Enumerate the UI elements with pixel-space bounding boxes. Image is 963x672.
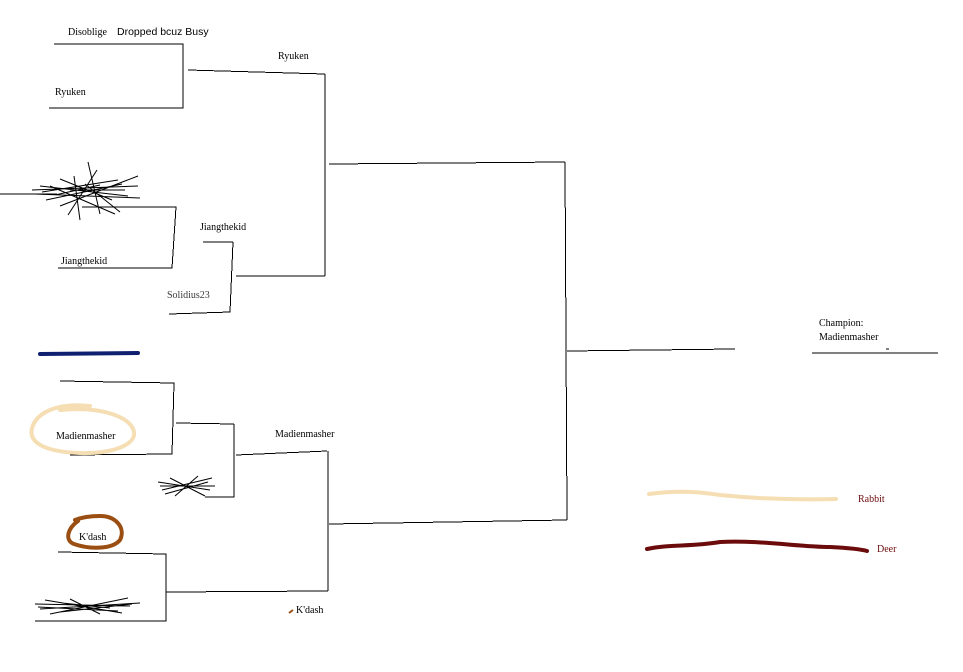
fox-circle-mark [66,513,124,550]
entrant-solidius: Solidius23 [167,290,210,301]
scribble-out-mark [34,597,141,615]
semifinal-ryuken: Ryuken [278,51,309,62]
bracket-connector [49,43,184,109]
round2-jiangthekid: Jiangthekid [200,222,247,233]
brown-tick-mark [288,609,294,614]
bracket-connector [328,161,566,165]
champion-name: Madienmasher [819,332,879,343]
round2-kdash: K'dash [296,605,324,616]
rabbit-circle-mark [29,403,137,456]
champion-label: Champion: [819,318,864,329]
entrant-jiangthekid: Jiangthekid [61,256,108,267]
legend-swatch-rabbit [647,489,838,502]
dropout-note: Dropped bcuz Busy [117,26,209,38]
scribble-out-mark [157,475,215,497]
bracket-connector [328,519,568,525]
bracket-connector [175,422,235,425]
navy-strike-mark [38,351,140,356]
bracket-connector [205,424,235,498]
entrant-disoblige: Disoblige [68,27,107,38]
legend-label-rabbit: Rabbit [858,494,885,505]
legend-swatch-deer [645,539,869,553]
bracket-connector [187,69,326,75]
entrant-ryuken: Ryuken [55,87,86,98]
bracket-connector [168,241,234,315]
semifinal-madienmasher: Madienmasher [275,429,335,440]
bracket-connector [566,348,736,352]
scribble-out-mark [31,161,141,221]
bracket-connector [58,206,177,269]
bracket-connector [165,590,329,593]
bracket-connector [35,551,167,622]
bracket-connector [235,450,328,456]
bracket-connector [564,161,568,521]
bracket-connector [59,380,175,456]
entrant-madienmasher: Madienmasher [56,431,116,442]
legend-label-deer: Deer [877,544,897,555]
entrant-kdash: K'dash [79,532,107,543]
